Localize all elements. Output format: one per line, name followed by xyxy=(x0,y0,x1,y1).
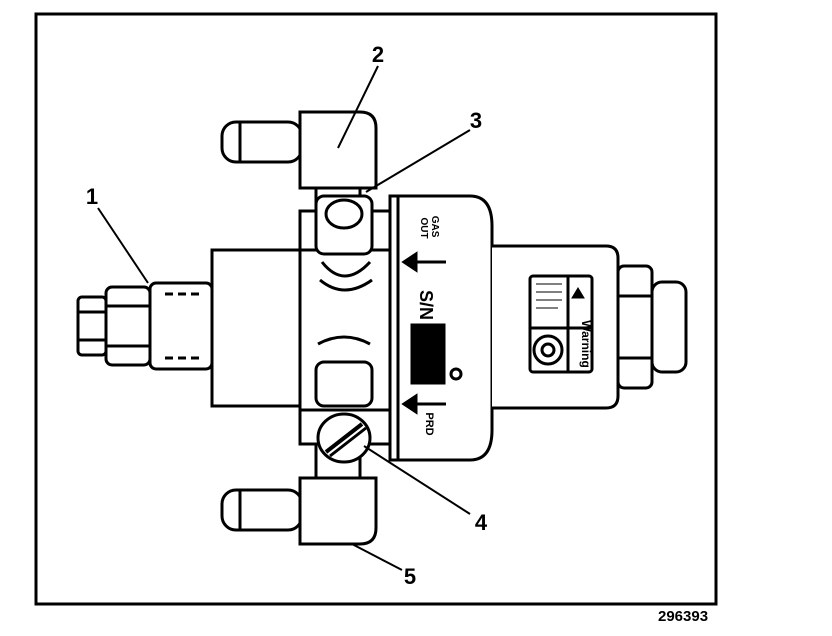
leader-5 xyxy=(351,543,403,571)
diagram-border xyxy=(34,12,718,606)
leader-lines xyxy=(97,65,471,571)
end-nut xyxy=(616,264,688,390)
leader-4 xyxy=(363,445,471,515)
gas-out-label: GAS OUT xyxy=(418,216,440,240)
callout-5: 5 xyxy=(404,564,416,589)
gas-out-port xyxy=(314,194,374,292)
leader-3 xyxy=(365,129,471,193)
prd-label: PRD xyxy=(423,412,435,435)
sn-label: S/N xyxy=(416,290,436,320)
inlet-fitting xyxy=(76,248,304,408)
figure-number: 296393 xyxy=(658,608,709,625)
callout-1: 1 xyxy=(86,184,98,209)
leader-1 xyxy=(97,207,149,284)
outlet-elbow-top xyxy=(220,110,378,212)
callout-3: 3 xyxy=(470,108,482,133)
regulator-housing xyxy=(388,194,494,462)
callout-4: 4 xyxy=(475,510,488,535)
gas-out-label-line2: OUT xyxy=(418,217,429,238)
callout-2: 2 xyxy=(372,42,384,67)
gas-out-label-line1: GAS xyxy=(429,216,440,238)
outlet-elbow-bottom xyxy=(220,444,378,546)
leader-2 xyxy=(337,65,379,149)
warning-label: Warning xyxy=(579,320,593,368)
prd-port xyxy=(314,335,374,464)
regulator-cylinder xyxy=(492,244,620,410)
